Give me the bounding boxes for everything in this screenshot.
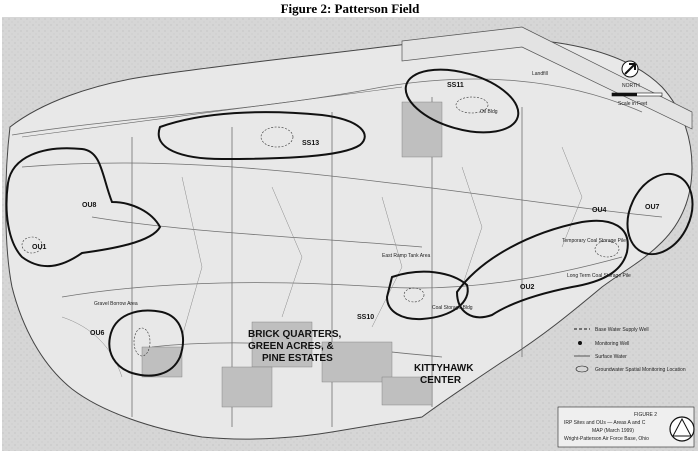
site-label-ou4[interactable]: OU4 (592, 207, 607, 214)
base-boundary (5, 37, 693, 440)
site-label-ss13[interactable]: SS13 (302, 140, 319, 147)
map-canvas: SS11 SS13 OU8 SS10 OU7 OU2 OU6 OU4 OU1 O… (2, 17, 698, 451)
north-label: NORTH (622, 83, 640, 89)
figure-title: Figure 2: Patterson Field (280, 1, 420, 16)
road-network (11, 78, 663, 427)
area-label-kittyhawk: KITTYHAWK (414, 363, 474, 374)
label-east-ramp: East Ramp Tank Area (382, 253, 430, 259)
site-ou8-outline (5, 147, 162, 268)
site-ss13-outline (157, 111, 366, 161)
agency-seal-icon (669, 416, 695, 442)
area-label-green-acres: GREEN ACRES, & (248, 341, 334, 352)
label-oil-bldg: Oil Bldg (480, 109, 498, 115)
site-label-ou8[interactable]: OU8 (82, 202, 97, 209)
site-label-ou7[interactable]: OU7 (645, 204, 660, 211)
legend-item-groundwater: Groundwater Spatial Monitoring Location (595, 367, 686, 373)
area-label-pine-estates: PINE ESTATES (262, 353, 333, 364)
former-site-shapes (21, 96, 620, 357)
legend-item-monitoring-well: Monitoring Well (595, 341, 629, 347)
label-landfill: Landfill (532, 71, 548, 77)
legend: Base Water Supply Well Monitoring Well S… (574, 327, 686, 373)
scale-label: Scale in Feet (618, 101, 648, 107)
runway (401, 26, 693, 130)
title-block-line4: Wright-Patterson Air Force Base, Ohio (564, 436, 649, 442)
label-temp-coal: Temporary Coal Storage Pile (562, 238, 626, 244)
title-block-line3: MAP (March 1999) (592, 428, 634, 434)
site-label-ss10[interactable]: SS10 (357, 314, 374, 321)
area-label-center: CENTER (420, 375, 462, 386)
site-ou7-outline (626, 172, 694, 256)
legend-item-surface-water: Surface Water (595, 354, 627, 360)
taxiway (21, 86, 403, 138)
title-block-line2: IRP Sites and OUs — Areas A and C (564, 420, 646, 426)
north-arrow-icon (621, 60, 639, 78)
site-label-ss11[interactable]: SS11 (447, 82, 464, 89)
title-block-line1: FIGURE 2 (634, 412, 657, 418)
title-block: FIGURE 2 IRP Sites and OUs — Areas A and… (557, 406, 695, 448)
scale-bar (611, 92, 663, 97)
site-label-ou2[interactable]: OU2 (520, 284, 535, 291)
building-blocks (141, 101, 443, 408)
area-label-brick-quarters: BRICK QUARTERS, (248, 329, 342, 340)
site-ou6-outline (108, 309, 184, 377)
site-label-ou1[interactable]: OU1 (32, 244, 47, 251)
label-long-term-coal: Long Term Coal Storage Pile (567, 273, 631, 279)
legend-item-water-supply: Base Water Supply Well (595, 327, 649, 333)
label-gravel: Gravel Borrow Area (94, 301, 138, 307)
site-label-ou6[interactable]: OU6 (90, 330, 105, 337)
map[interactable]: SS11 SS13 OU8 SS10 OU7 OU2 OU6 OU4 OU1 O… (2, 17, 698, 451)
label-coal-storage: Coal Storage Bldg (432, 305, 473, 311)
site-ss11-outline (404, 68, 520, 134)
site-ou2-outline (455, 219, 629, 319)
